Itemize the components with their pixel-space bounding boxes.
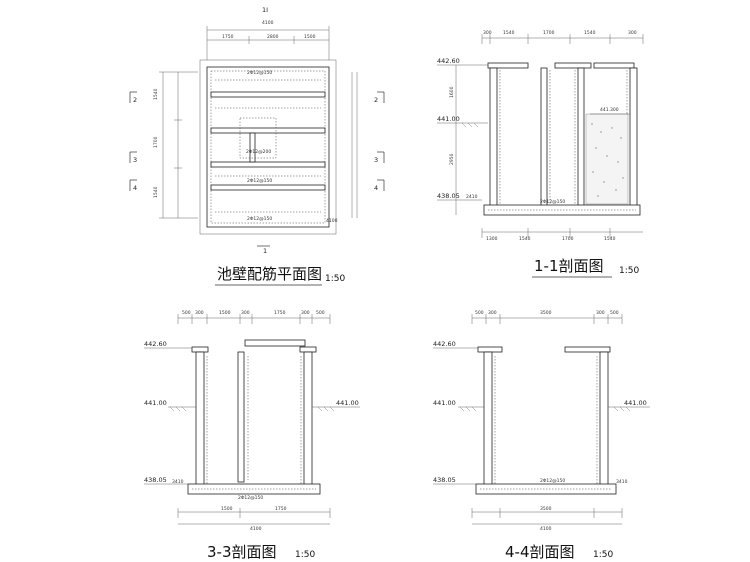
s44-top-dim-1: 500 — [475, 310, 484, 316]
plan-bar-label-4: 2Φ12@150 — [247, 216, 272, 222]
s33-top-dim-6: 300 — [301, 310, 310, 316]
s11-scale: 1:50 — [619, 266, 639, 276]
s44-top-dim-2: 300 — [488, 310, 497, 316]
s33-bottom-dim-2: 1750 — [275, 506, 287, 512]
s11-wall-left — [489, 67, 498, 209]
s44-title: 4-4剖面图 — [505, 543, 575, 561]
section-mark-top: 1I — [262, 6, 268, 14]
s44-slab-label: 2Φ12@150 — [540, 478, 565, 484]
s44-elev-bottom: 438.05 — [433, 476, 456, 484]
s44-wall-right — [599, 351, 609, 491]
s33-top-dim-4: 300 — [241, 310, 250, 316]
s33-top-dim-3: 1500 — [219, 310, 231, 316]
s33-wall-right — [303, 351, 313, 491]
s11-bottom-dim-3: 1700 — [562, 236, 574, 242]
s11-bottom-dim-2: 1540 — [519, 236, 531, 242]
section-mark-left-3: 3 — [133, 156, 137, 164]
plan-top-dim-3: 1500 — [304, 34, 316, 40]
s11-top-dim-2: 1540 — [503, 30, 515, 36]
s44-overall: 4100 — [540, 526, 552, 532]
s44-elev-top: 442.60 — [433, 340, 456, 348]
s33-elev-bottom: 438.05 — [144, 476, 167, 484]
plan-left-dim-3: 1540 — [153, 186, 159, 198]
plan-bar-label-2: 2Φ12@200 — [246, 149, 271, 155]
s33-scale: 1:50 — [295, 550, 315, 560]
section-mark-right-2: 2 — [374, 96, 378, 104]
s33-elev-mid: 441.00 — [144, 399, 167, 407]
s33-top-dim-5: 1750 — [274, 310, 286, 316]
s33-elev-top: 442.60 — [144, 340, 167, 348]
s33-base-slab — [187, 483, 321, 495]
plan-outer-wall — [206, 66, 330, 228]
s44-scale: 1:50 — [593, 550, 613, 560]
s11-base-slab — [483, 204, 641, 216]
s11-slab-label: 2Φ12@150 — [540, 199, 565, 205]
s11-elev-bottom: 438.05 — [437, 192, 460, 200]
s33-base-label: 3410 — [172, 479, 184, 485]
plan-top-dim-2: 2800 — [267, 34, 279, 40]
section-mark-right-4: 4 — [374, 184, 378, 192]
s11-left-dim-3: 2410 — [466, 194, 478, 200]
s11-top-dim-1: 300 — [483, 30, 492, 36]
section-mark-left-2: 2 — [133, 96, 137, 104]
s11-left-dim-1: 1600 — [449, 86, 455, 98]
s33-top-dim-1: 500 — [182, 310, 191, 316]
plan-scale: 1:50 — [325, 274, 345, 284]
s44-elev-mid: 441.00 — [433, 399, 456, 407]
plan-top-dim-1: 1750 — [222, 34, 234, 40]
s11-wall-right — [629, 67, 638, 209]
s44-top-dim-4: 300 — [596, 310, 605, 316]
plan-corner-label: 4100 — [326, 218, 338, 224]
section-mark-left-4: 4 — [133, 184, 137, 192]
s44-wall-left — [483, 351, 493, 491]
s11-elev-mid: 441.00 — [437, 115, 460, 123]
s11-top-dim-5: 300 — [628, 30, 637, 36]
s33-title: 3-3剖面图 — [207, 543, 277, 561]
plan-left-dim-1: 1540 — [153, 88, 159, 100]
section-4-4-view: 500 300 3500 300 500 2Φ12@150 442.60 441… — [433, 310, 650, 561]
s33-wall-left — [195, 351, 205, 491]
s11-elev-top: 442.60 — [437, 57, 460, 65]
s33-top-dim-2: 300 — [195, 310, 204, 316]
s44-top-dim-3: 3500 — [540, 310, 552, 316]
s11-left-dim-2: 2950 — [449, 153, 455, 165]
s33-slab-label: 2Φ12@150 — [238, 495, 263, 501]
s11-top-dim-3: 1700 — [543, 30, 555, 36]
s11-bottom-dim-4: 1540 — [604, 236, 616, 242]
plan-overall-width: 4100 — [262, 20, 274, 26]
s44-base-label: 3410 — [616, 479, 628, 485]
section-1-1-view: 300 1540 1700 1540 300 2Φ12@150 — [437, 30, 644, 278]
plan-bar-label-1: 2Φ12@150 — [247, 70, 272, 76]
s33-overall: 4100 — [250, 526, 262, 532]
section-mark-right-3: 3 — [374, 156, 378, 164]
s44-top-dim-5: 500 — [610, 310, 619, 316]
s11-title: 1-1剖面图 — [534, 257, 604, 275]
s11-bottom-dim-1: 1300 — [486, 236, 498, 242]
s33-top-dim-7: 500 — [316, 310, 325, 316]
section-3-3-view: 500 300 1500 300 1750 300 500 2Φ12@150 4… — [144, 310, 360, 561]
s44-elev-right: 441.00 — [624, 399, 647, 407]
s11-water-level: 441.300 — [600, 107, 619, 113]
s44-bottom-dim-1: 3500 — [540, 506, 552, 512]
section-mark-bottom: 1 — [263, 247, 267, 255]
plan-left-dim-2: 1700 — [153, 136, 159, 148]
s33-elev-right: 441.00 — [336, 399, 359, 407]
plan-view: 1I 1 4100 1750 2800 1500 2Φ12@150 2Φ12@2… — [129, 6, 385, 286]
s11-top-dim-4: 1540 — [584, 30, 596, 36]
s33-bottom-dim-1: 1500 — [221, 506, 233, 512]
plan-bar-label-3: 2Φ12@150 — [247, 178, 272, 184]
plan-title: 池壁配筋平面图 — [217, 265, 322, 283]
